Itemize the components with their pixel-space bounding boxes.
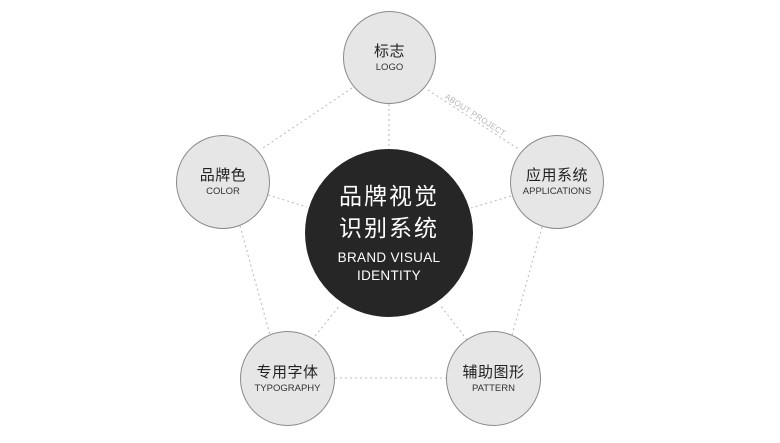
node-color-en: COLOR [206, 186, 240, 197]
edge-logo-color [262, 87, 353, 149]
node-logo-zh: 标志 [373, 41, 405, 60]
center-title-en: BRAND VISUAL IDENTITY [338, 249, 441, 285]
center-title-zh-line1: 品牌视觉 [339, 184, 439, 210]
center-node-brand-visual-identity: 品牌视觉 识别系统 BRAND VISUAL IDENTITY [305, 149, 473, 317]
node-pattern-zh: 辅助图形 [462, 362, 525, 381]
spoke-color [267, 194, 308, 208]
center-title-en-line1: BRAND VISUAL [337, 250, 441, 265]
node-typography: 专用字体 TYPOGRAPHY [240, 331, 335, 426]
node-applications-en: APPLICATIONS [522, 186, 592, 197]
center-title-zh-line2: 识别系统 [339, 216, 439, 242]
node-pattern-en: PATTERN [472, 382, 515, 394]
node-color-zh: 品牌色 [199, 166, 247, 184]
edge-logo-applications [427, 89, 521, 151]
node-logo-en: LOGO [375, 61, 404, 73]
node-logo: 标志 LOGO [343, 11, 436, 104]
edge-color-typography [239, 225, 271, 336]
node-pattern: 辅助图形 PATTERN [446, 331, 541, 426]
center-title-en-line2: IDENTITY [357, 268, 421, 283]
spoke-pattern [439, 304, 468, 341]
node-color: 品牌色 COLOR [176, 135, 270, 229]
node-applications: 应用系统 APPLICATIONS [510, 135, 604, 229]
node-typography-en: TYPOGRAPHY [254, 382, 321, 394]
node-typography-zh: 专用字体 [256, 362, 319, 381]
edge-applications-pattern [511, 226, 543, 336]
node-applications-zh: 应用系统 [525, 166, 588, 184]
spoke-typography [311, 304, 341, 341]
spoke-applications [470, 195, 512, 209]
